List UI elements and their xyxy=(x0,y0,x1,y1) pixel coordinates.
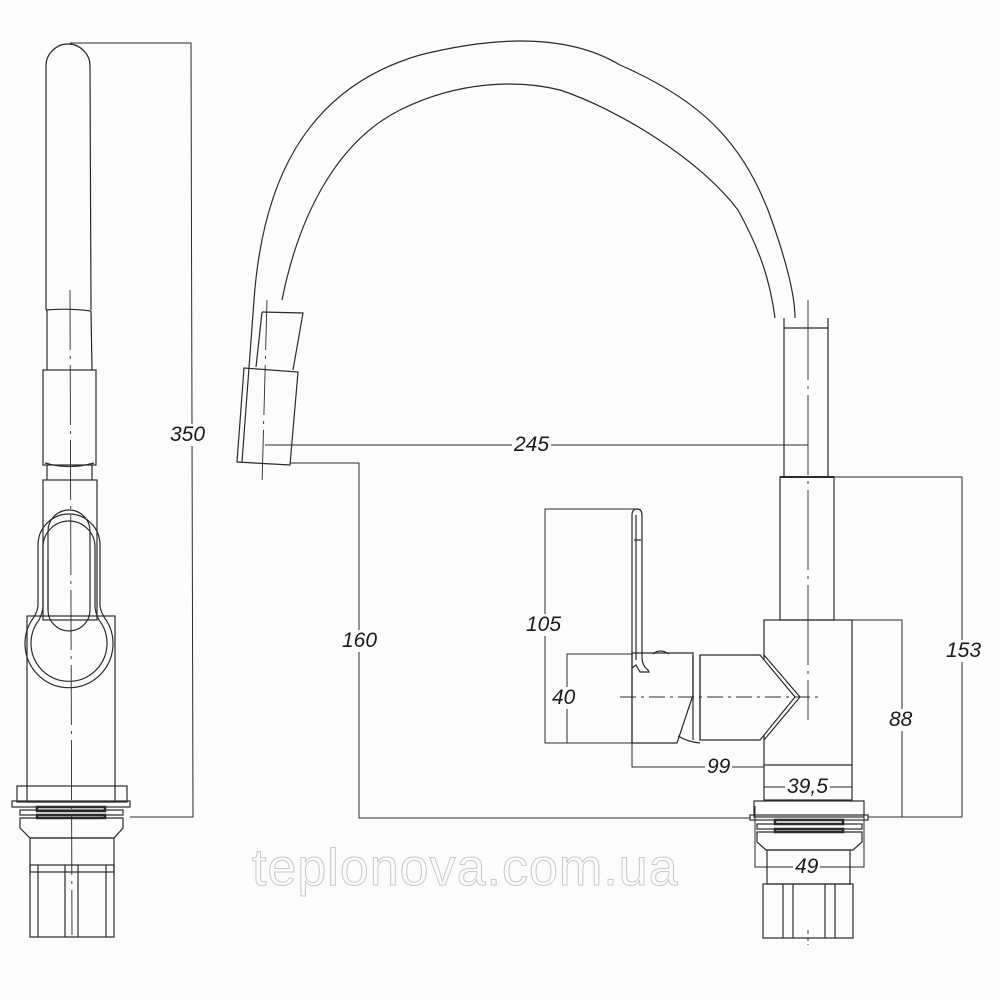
dim-body-width: 39,5 xyxy=(785,775,830,798)
dim-spout-outlet-height: 160 xyxy=(340,629,380,652)
dim-body-diameter: 40 xyxy=(550,686,578,709)
dim-body-height: 88 xyxy=(887,708,915,731)
dim-handle-height: 105 xyxy=(524,613,564,636)
watermark: teplonova.com.ua xyxy=(252,839,679,898)
dim-total-height: 350 xyxy=(168,423,208,446)
dim-base-diameter: 49 xyxy=(793,855,821,878)
side-view xyxy=(11,42,194,938)
dim-handle-projection: 99 xyxy=(705,755,733,778)
dim-spout-reach: 245 xyxy=(512,433,552,456)
front-view xyxy=(236,40,963,945)
dim-column-height: 153 xyxy=(944,639,984,662)
